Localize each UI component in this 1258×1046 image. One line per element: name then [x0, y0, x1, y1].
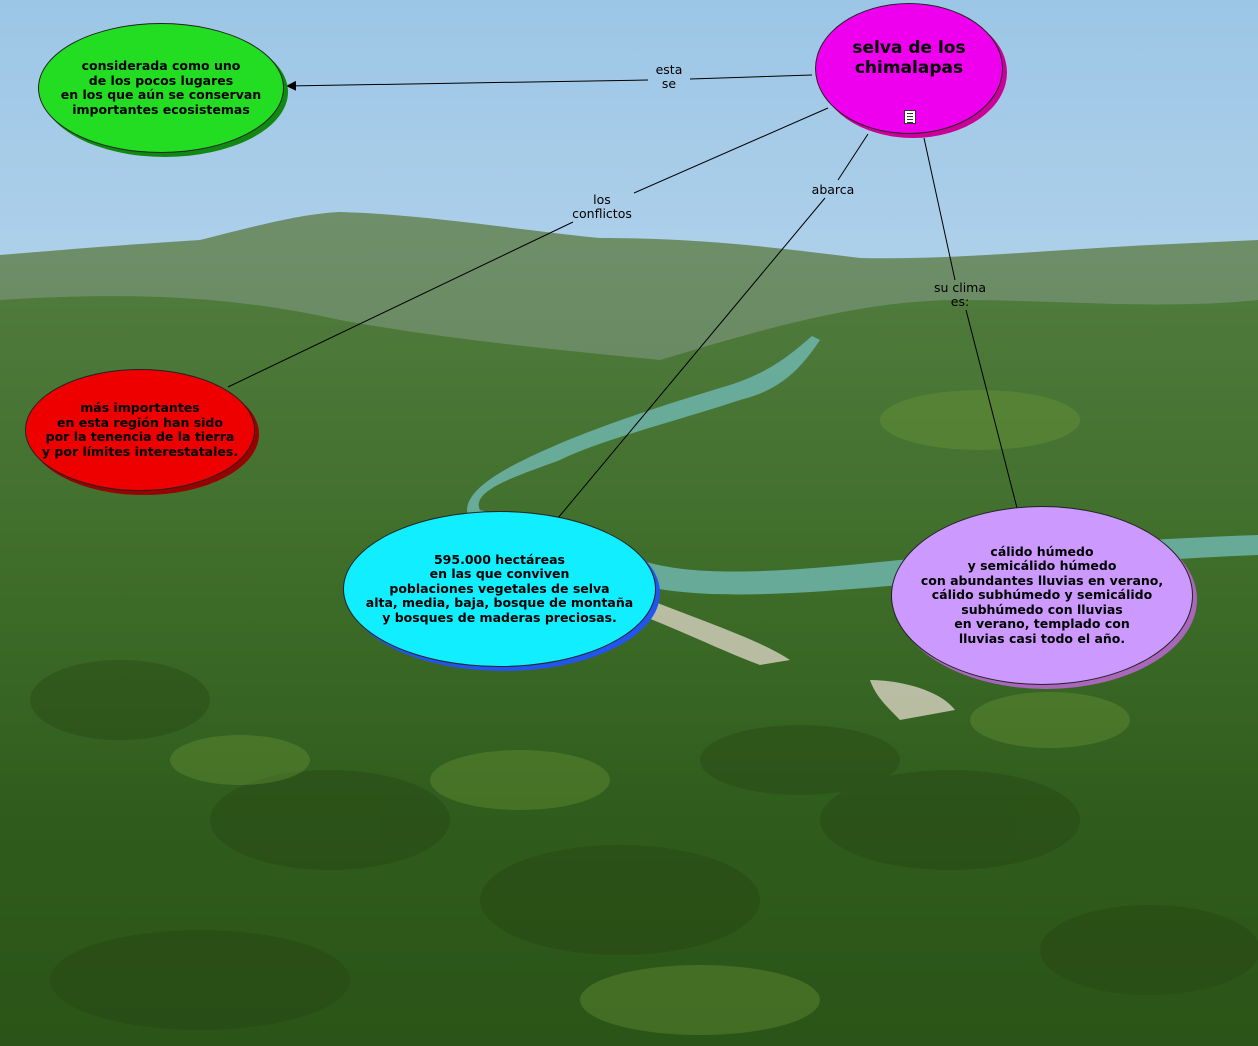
concept-text-conflictos: más importantes en esta región han sido … — [42, 401, 238, 459]
concept-node-conflictos[interactable]: más importantes en esta región han sido … — [25, 369, 255, 491]
link-line-esta-se-left — [287, 80, 648, 86]
concept-title-selva-chimalapas: selva de los chimalapas — [852, 38, 965, 78]
link-label-abarca: abarca — [806, 183, 860, 197]
link-label-su-clima: su clima es: — [928, 281, 992, 309]
concept-text-ecosistemas: considerada como uno de los pocos lugare… — [61, 59, 261, 117]
link-line-abarca-bottom — [558, 198, 825, 518]
concept-node-ecosistemas[interactable]: considerada como uno de los pocos lugare… — [38, 23, 284, 153]
link-line-conflictos-bottom — [228, 222, 573, 387]
document-icon[interactable] — [904, 110, 916, 124]
link-line-abarca-top — [838, 134, 868, 180]
concept-text-hectareas: 595.000 hectáreas en las que conviven po… — [366, 553, 633, 626]
concept-text-clima: cálido húmedo y semicálido húmedo con ab… — [921, 545, 1163, 647]
link-line-esta-se-right — [690, 75, 812, 79]
link-line-clima-top — [924, 138, 955, 280]
link-label-los-conflictos: los conflictos — [566, 193, 638, 221]
concept-node-hectareas[interactable]: 595.000 hectáreas en las que conviven po… — [343, 511, 656, 667]
link-line-clima-bottom — [966, 310, 1017, 508]
link-line-conflictos-top — [634, 108, 828, 193]
concept-node-clima[interactable]: cálido húmedo y semicálido húmedo con ab… — [891, 506, 1193, 685]
link-label-esta-se: esta se — [648, 63, 690, 91]
